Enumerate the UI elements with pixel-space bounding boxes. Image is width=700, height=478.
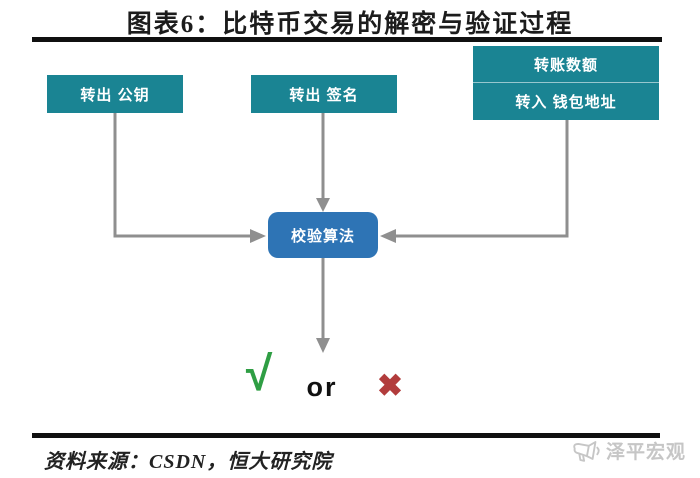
verify-algorithm-label: 校验算法 [290,227,355,245]
check-icon: √ [245,348,273,401]
input-row-wallet-address: 转入 钱包地址 [473,83,659,120]
top-rule [32,37,662,42]
cross-icon: ✖ [377,368,403,403]
arrow-public-key-to-verify [113,113,250,238]
input-box-public-key-label: 转出 公钥 [80,86,150,104]
input-box-signature: 转出 签名 [251,75,397,113]
watermark: 泽平宏观 [570,437,686,464]
arrowhead-down-bottom [316,338,330,353]
figure-title: 图表6：比特币交易的解密与验证过程 [126,11,574,38]
input-row-amount: 转账数额 [473,46,659,83]
arrowhead-right [250,229,266,243]
arrow-address-to-verify [396,120,569,238]
verify-algorithm-box: 校验算法 [268,212,378,258]
arrowhead-left [380,229,396,243]
watermark-label: 泽平宏观 [606,442,687,463]
arrowhead-down-top [316,198,330,212]
source-note: 资料来源：CSDN，恒大研究院 [44,451,333,473]
input-box-signature-label: 转出 签名 [289,86,359,104]
result-or-label: or [306,372,338,402]
input-row-wallet-address-label: 转入 钱包地址 [515,94,617,111]
megaphone-icon [573,441,600,462]
input-box-public-key: 转出 公钥 [47,75,183,113]
input-box-amount-address: 转账数额 转入 钱包地址 [473,46,659,120]
input-row-amount-label: 转账数额 [533,56,598,74]
bottom-rule [32,433,660,438]
